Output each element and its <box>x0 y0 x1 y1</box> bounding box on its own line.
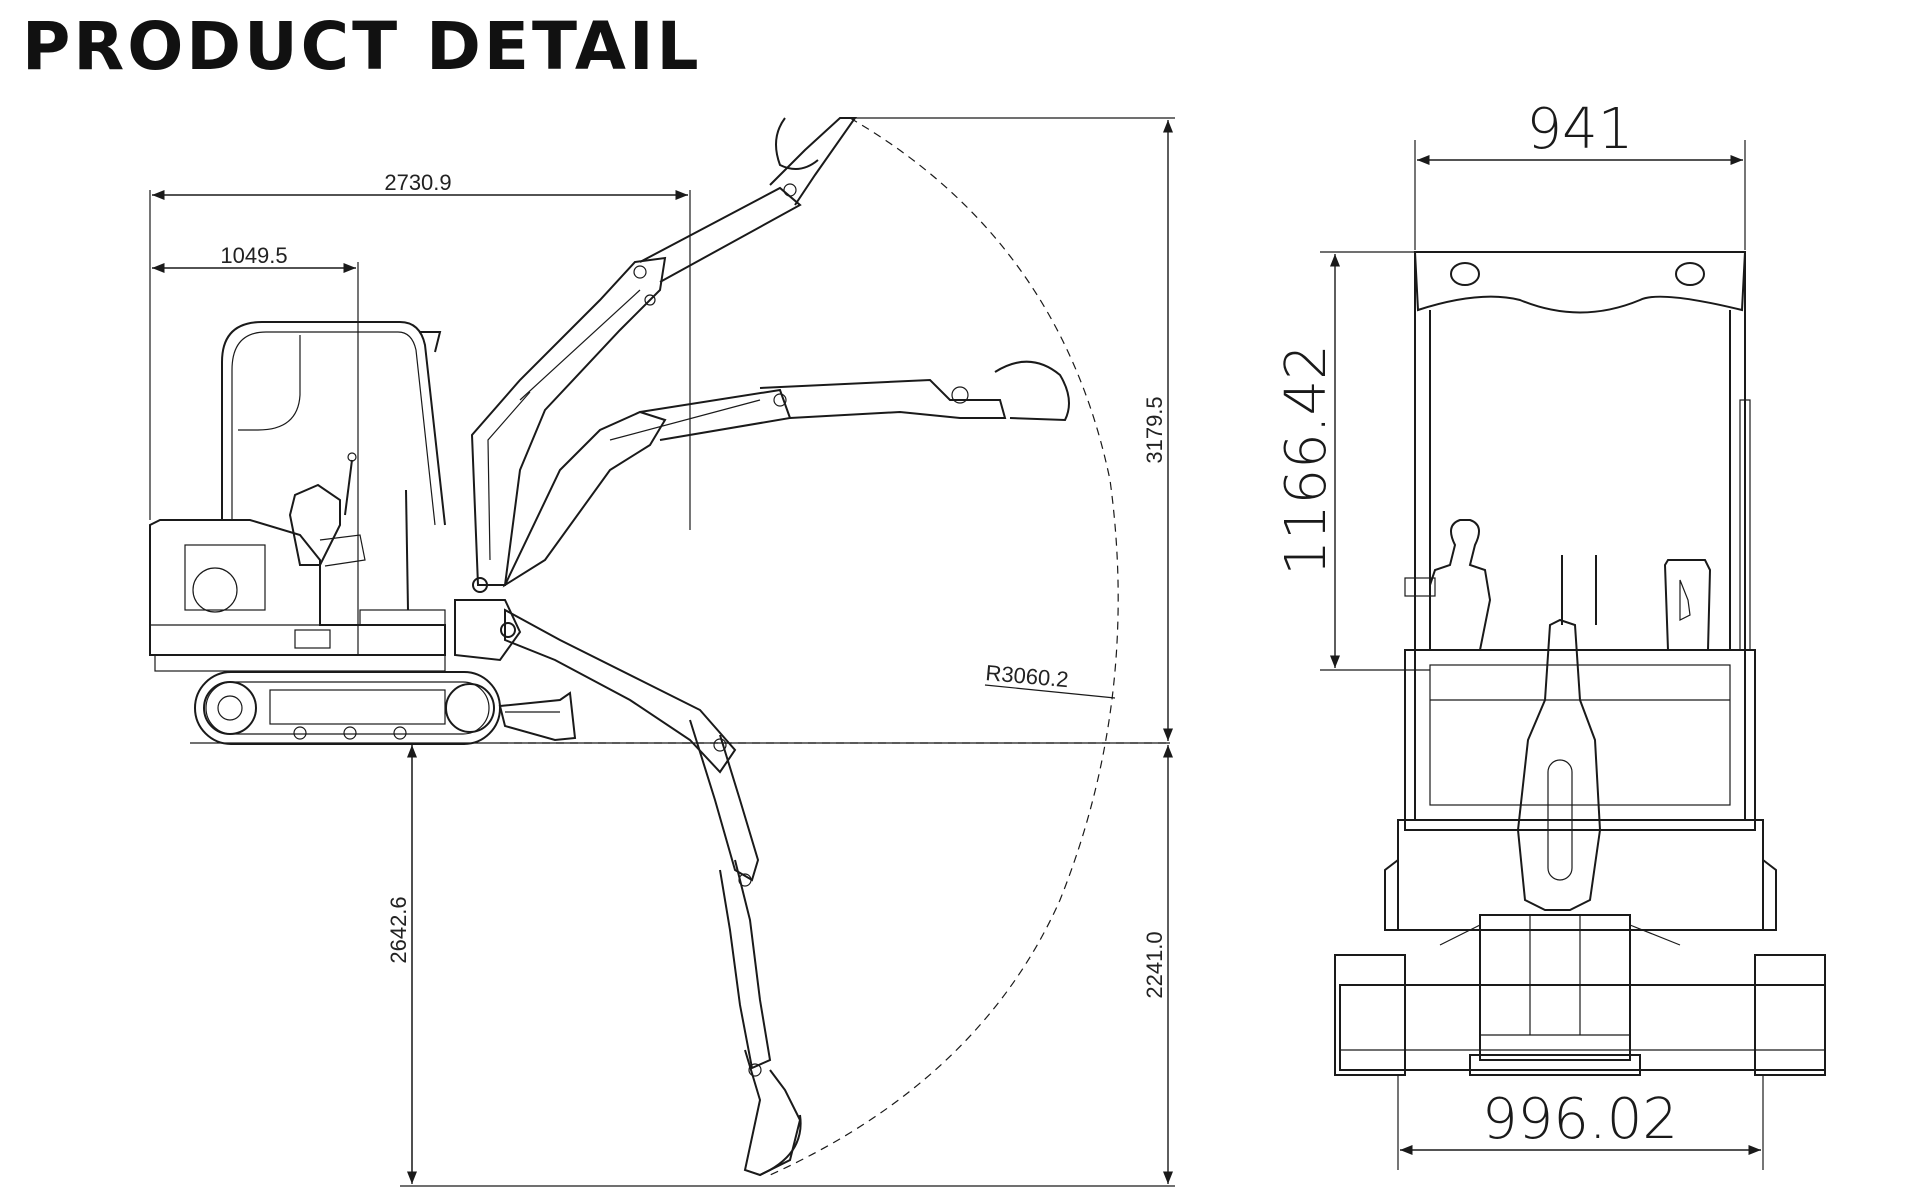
page-title: PRODUCT DETAIL <box>22 8 702 85</box>
side-view-dimensions: 2730.9 1049.5 3179.5 R3060.2 2642.6 2241… <box>149 117 1175 1187</box>
left-track <box>1334 954 1406 1076</box>
side-view-excavator <box>149 117 1170 1177</box>
right-joystick <box>1663 559 1712 651</box>
reach-envelope-arc <box>769 117 1119 1176</box>
canopy-height-label: 1166.42 <box>1274 344 1339 576</box>
canopy-width-label: 941 <box>1527 97 1634 162</box>
right-track <box>1754 954 1826 1076</box>
canopy-roof <box>1413 251 1747 314</box>
boom-raised <box>470 117 857 586</box>
operator-seat <box>288 452 409 611</box>
max-height-label: 3179.5 <box>1142 396 1167 463</box>
cab-canopy <box>221 321 446 526</box>
front-view-excavator <box>1334 251 1826 1076</box>
left-joystick <box>1429 519 1492 651</box>
tail-length-label: 1049.5 <box>220 243 287 268</box>
vertical-depth-label: 2241.0 <box>1142 931 1167 998</box>
dozer-blade <box>1339 984 1826 1071</box>
front-boom <box>1516 618 1602 911</box>
max-dig-depth-label: 2642.6 <box>386 896 411 963</box>
upper-structure <box>149 519 446 672</box>
reach-radius-label: R3060.2 <box>985 660 1070 692</box>
boom-horizontal <box>502 360 1070 588</box>
front-bucket <box>1479 914 1631 1061</box>
boom-lowered <box>504 608 802 1177</box>
track-width-label: 996.02 <box>1482 1087 1678 1152</box>
overall-length-label: 2730.9 <box>384 170 451 195</box>
front-view-dimensions: 941 1166.42 996.02 <box>1274 97 1764 1170</box>
swing-bracket <box>454 577 522 662</box>
track-assembly <box>194 671 577 745</box>
